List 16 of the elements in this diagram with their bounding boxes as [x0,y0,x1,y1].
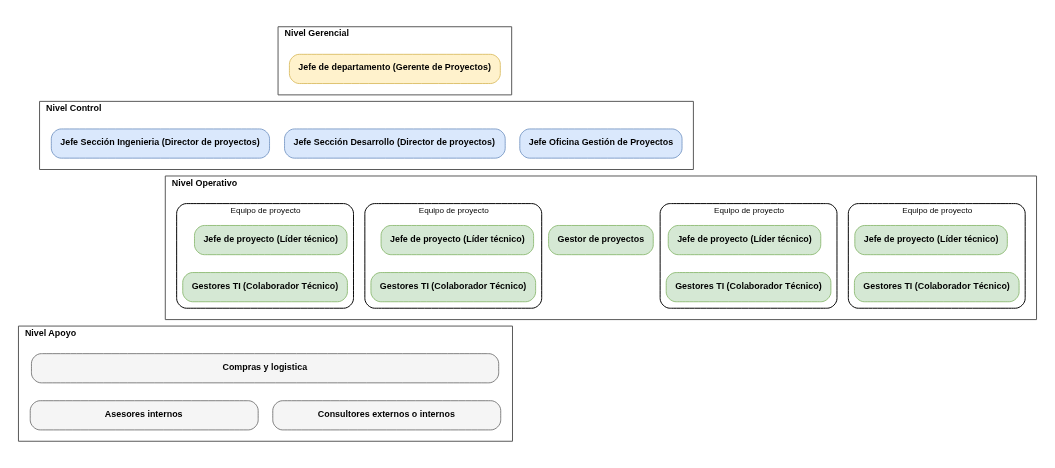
node-box: Jefe de proyecto (Líder técnico) [854,225,1008,256]
node-box: Jefe de proyecto (Líder técnico) [380,225,534,256]
node-box: Jefe de proyecto (Líder técnico) [194,225,348,256]
node-box: Gestores TI (Colaborador Técnico) [854,272,1020,303]
node-box: Jefe Sección Desarrollo (Director de proyectos) [284,128,506,159]
node-box: Gestores TI (Colaborador Técnico) [370,272,536,303]
node-box: Compras y logistica [31,353,500,384]
node-box: Gestores TI (Colaborador Técnico) [665,272,832,303]
node-box: Jefe de departamento (Gerente de Proyectos) [289,53,501,84]
node-box: Jefe de proyecto (Líder técnico) [667,225,822,256]
node-box: Gestor de proyectos [548,225,654,256]
node-box: Gestores TI (Colaborador Técnico) [182,272,348,303]
node-box: Jefe Sección Ingenieria (Director de proyectos) [50,128,270,159]
node-box: Jefe Oficina Gestión de Proyectos [519,128,683,159]
node-box: Consultores externos o internos [272,400,502,431]
node-box: Asesores internos [29,400,259,431]
